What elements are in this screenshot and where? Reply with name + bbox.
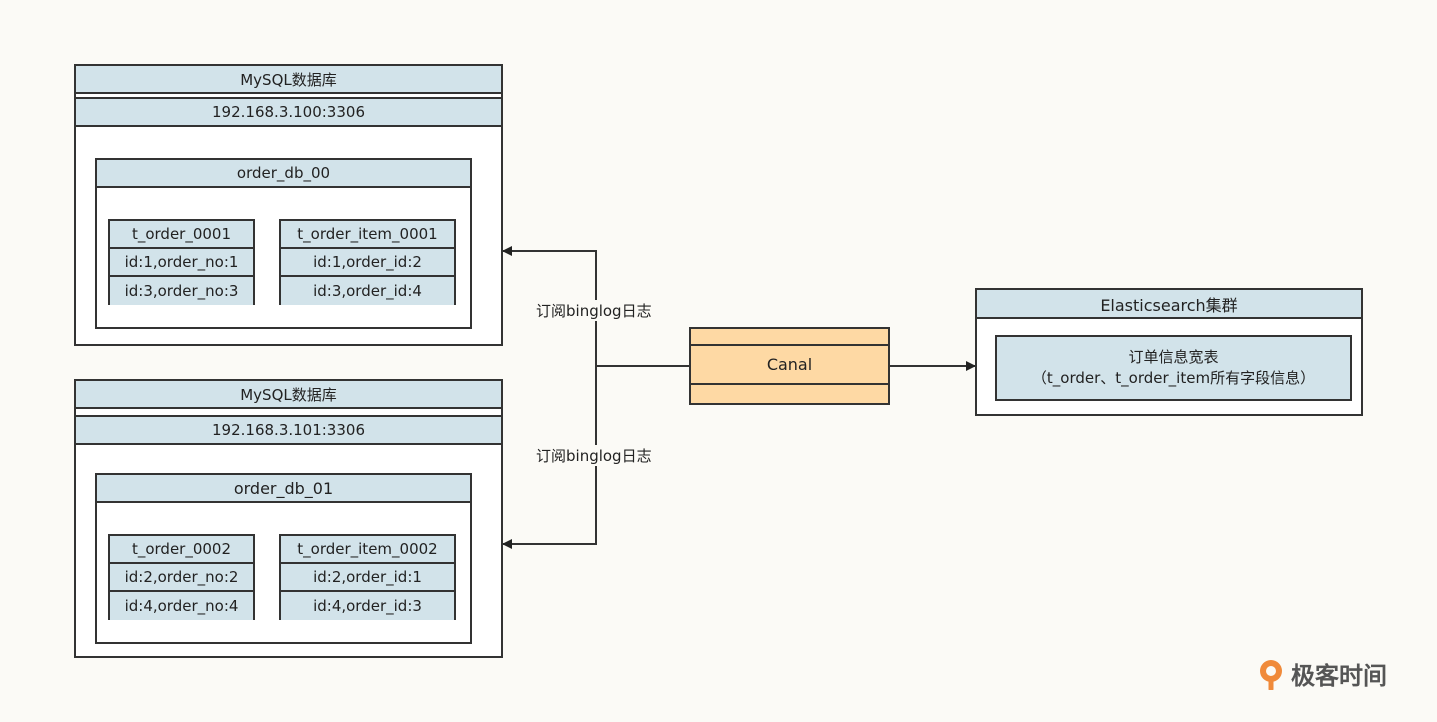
- canal-node: Canal: [689, 327, 890, 405]
- db1-order-row-2: id:3,order_no:3: [110, 277, 253, 305]
- mysql-db-1: MySQL数据库 192.168.3.100:3306 order_db_00 …: [74, 64, 503, 346]
- db1-address: 192.168.3.100:3306: [74, 97, 503, 127]
- es-wide-table-line1: 订单信息宽表: [1128, 348, 1219, 366]
- db1-title: MySQL数据库: [74, 64, 503, 94]
- geektime-logo-icon: [1260, 659, 1282, 690]
- subscribe-label-bottom: 订阅binglog日志: [534, 445, 654, 466]
- db2-title: MySQL数据库: [74, 379, 503, 409]
- db2-item-table: t_order_item_0002 id:2,order_id:1 id:4,o…: [279, 534, 456, 620]
- db2-order-table: t_order_0002 id:2,order_no:2 id:4,order_…: [108, 534, 255, 620]
- db1-order-row-1: id:1,order_no:1: [110, 249, 253, 277]
- db2-order-row-2: id:4,order_no:4: [110, 592, 253, 620]
- es-title: Elasticsearch集群: [975, 288, 1363, 319]
- db2-item-row-2: id:4,order_id:3: [281, 592, 454, 620]
- geektime-logo: 极客时间: [1257, 656, 1387, 691]
- canal-label: Canal: [691, 344, 888, 385]
- db2-schema-name: order_db_01: [95, 473, 472, 503]
- db1-schema-name: order_db_00: [95, 158, 472, 188]
- db1-item-table-name: t_order_item_0001: [281, 221, 454, 249]
- db1-order-table-name: t_order_0001: [110, 221, 253, 249]
- db1-item-table: t_order_item_0001 id:1,order_id:2 id:3,o…: [279, 219, 456, 305]
- mysql-db-2: MySQL数据库 192.168.3.101:3306 order_db_01 …: [74, 379, 503, 658]
- db2-item-row-1: id:2,order_id:1: [281, 564, 454, 592]
- es-wide-table-line2: （t_order、t_order_item所有字段信息）: [1031, 369, 1316, 387]
- subscribe-label-top: 订阅binglog日志: [534, 300, 654, 321]
- es-wide-table: 订单信息宽表 （t_order、t_order_item所有字段信息）: [995, 335, 1352, 401]
- elasticsearch-cluster: Elasticsearch集群 订单信息宽表 （t_order、t_order_…: [975, 288, 1363, 416]
- geektime-logo-text: 极客时间: [1291, 662, 1387, 690]
- db2-item-table-name: t_order_item_0002: [281, 536, 454, 564]
- db2-address: 192.168.3.101:3306: [74, 415, 503, 445]
- db1-item-row-2: id:3,order_id:4: [281, 277, 454, 305]
- db1-order-table: t_order_0001 id:1,order_no:1 id:3,order_…: [108, 219, 255, 305]
- db2-order-table-name: t_order_0002: [110, 536, 253, 564]
- db1-schema: order_db_00 t_order_0001 id:1,order_no:1…: [95, 158, 472, 329]
- db2-order-row-1: id:2,order_no:2: [110, 564, 253, 592]
- db1-item-row-1: id:1,order_id:2: [281, 249, 454, 277]
- db2-schema: order_db_01 t_order_0002 id:2,order_no:2…: [95, 473, 472, 644]
- subscribe-edge-bottom: [502, 366, 597, 549]
